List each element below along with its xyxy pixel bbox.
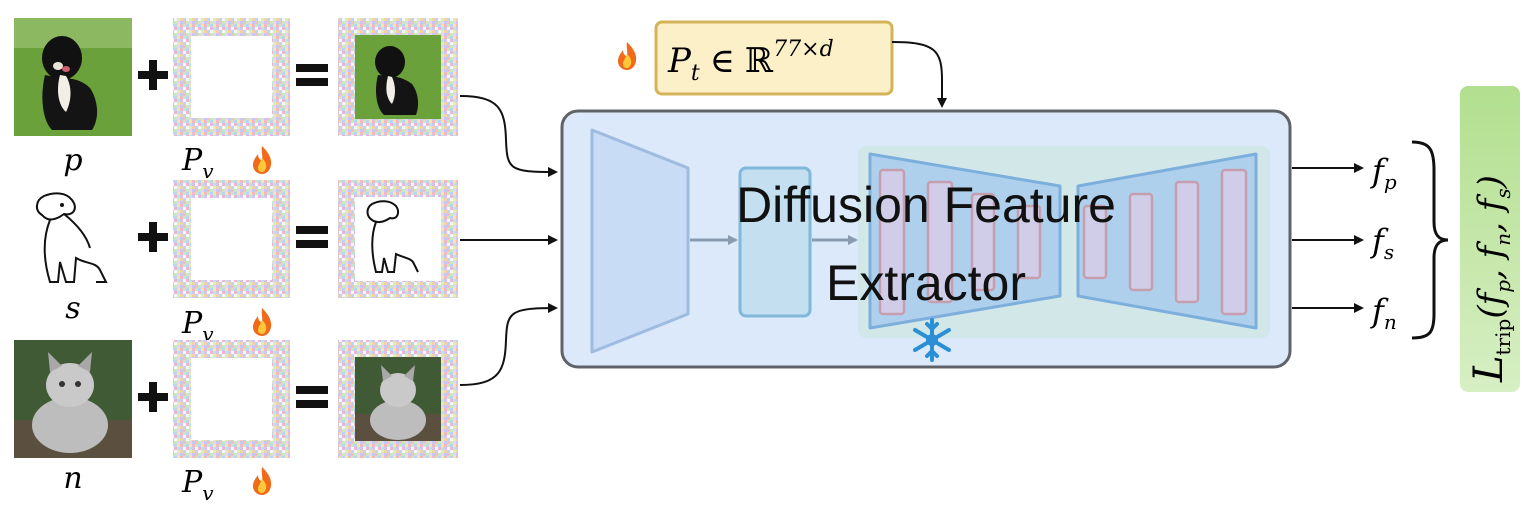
fire-icon: [253, 146, 272, 174]
visual-prompt-label: Pv: [181, 143, 214, 183]
output-features: fp fs fn: [1292, 140, 1449, 340]
plus-icon: [138, 222, 168, 252]
text-prompt-label: Pt∈ℝ77×d: [667, 37, 834, 86]
text-prompt: Pt∈ℝ77×d: [618, 20, 947, 108]
input-label-s: s: [65, 291, 80, 326]
equals-icon: [296, 226, 328, 248]
text-prompt-box: [654, 20, 894, 96]
input-row-negative: n Pv: [14, 340, 458, 505]
latent-block: [738, 166, 812, 318]
input-row-positive: p Pv: [14, 18, 458, 183]
feature-fn: fn: [1370, 292, 1397, 334]
triplet-loss: Ltrip(fp, fn, fs): [1460, 86, 1520, 392]
visual-prompt-frame: [173, 340, 290, 458]
visual-prompt-label: Pv: [181, 465, 214, 505]
input-label-p: p: [63, 143, 82, 178]
unet-encoder: [868, 152, 1062, 330]
feature-fs: fs: [1370, 222, 1394, 264]
fire-icon: [253, 308, 272, 336]
extractor-title-line1: Diffusion Feature: [736, 177, 1116, 233]
cat-photo-image: [14, 340, 132, 458]
input-label-n: n: [63, 461, 82, 496]
visual-prompt-frame: [173, 18, 290, 136]
equals-icon: [296, 64, 328, 86]
snowflake-icon: [913, 318, 951, 362]
dog-sketch-image: [14, 180, 132, 298]
dog-photo-image: [14, 18, 132, 136]
prompted-image-negative: [338, 340, 458, 458]
prompted-image-sketch: [338, 180, 458, 298]
feature-fp: fp: [1370, 152, 1397, 194]
right-brace: [1411, 140, 1449, 340]
unet-decoder: [1076, 152, 1258, 330]
input-row-sketch: s Pv: [14, 180, 458, 346]
input-connectors: [459, 95, 558, 386]
plus-icon: [138, 382, 168, 412]
vae-encoder-block: [590, 128, 690, 354]
unet-blocks: [878, 168, 1248, 316]
fire-icon: [618, 42, 637, 70]
plus-icon: [138, 60, 168, 90]
visual-prompt-frame: [173, 180, 290, 298]
extractor-title-line2: Extractor: [826, 255, 1026, 311]
equals-icon: [296, 386, 328, 408]
diffusion-feature-extractor: Diffusion Feature Extractor: [560, 109, 1292, 369]
fire-icon: [253, 467, 272, 495]
prompted-image-positive: [338, 18, 458, 136]
